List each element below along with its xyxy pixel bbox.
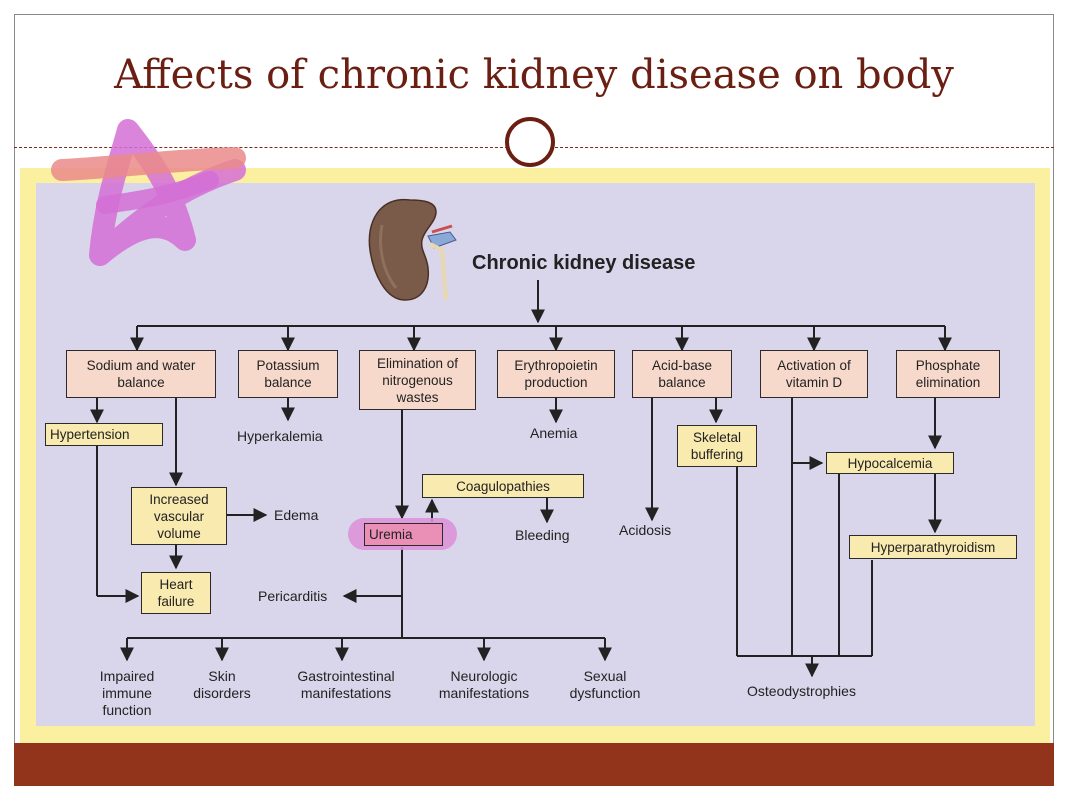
root-node-label: Chronic kidney disease	[472, 252, 696, 274]
box-heart-failure: Heart failure	[141, 572, 211, 614]
footer-bar	[14, 743, 1054, 786]
box-phosphate-elimination: Phosphate elimination	[896, 350, 1000, 398]
box-potassium-balance: Potassium balance	[238, 350, 338, 398]
label-pericarditis: Pericarditis	[258, 588, 328, 604]
label-sexual-dysfunction: Sexual dysfunction	[569, 668, 641, 701]
box-uremia: Uremia	[364, 523, 443, 546]
box-hyperparathyroidism: Hyperparathyroidism	[849, 535, 1017, 559]
label-impaired-immune-function: Impaired immune function	[99, 668, 155, 718]
box-coagulopathies: Coagulopathies	[422, 474, 584, 498]
label-hyperkalemia: Hyperkalemia	[237, 428, 323, 444]
slide-frame	[14, 14, 1054, 786]
box-activation-vitamin-d: Activation of vitamin D	[760, 350, 868, 398]
label-osteodystrophies: Osteodystrophies	[747, 683, 856, 699]
slide-title: Affects of chronic kidney disease on bod…	[114, 52, 954, 98]
label-neurologic-manifestations: Neurologic manifestations	[438, 668, 530, 701]
box-acid-base-balance: Acid-base balance	[632, 350, 732, 398]
label-skin-disorders: Skin disorders	[193, 668, 251, 701]
divider-circle-ornament	[505, 117, 555, 167]
box-increased-vascular-volume: Increased vascular volume	[131, 487, 227, 545]
box-hypertension: Hypertension	[45, 423, 163, 446]
box-skeletal-buffering: Skeletal buffering	[677, 425, 757, 467]
box-elimination-nitrogenous-wastes: Elimination of nitrogenous wastes	[359, 350, 476, 410]
label-anemia: Anemia	[530, 425, 578, 441]
label-bleeding: Bleeding	[515, 527, 570, 543]
box-erythropoietin-production: Erythropoietin production	[497, 350, 615, 398]
label-acidosis: Acidosis	[619, 522, 672, 538]
box-sodium-water-balance: Sodium and water balance	[66, 350, 216, 398]
box-hypocalcemia: Hypocalcemia	[826, 452, 954, 474]
label-edema: Edema	[274, 507, 319, 523]
label-gastrointestinal-manifestations: Gastrointestinal manifestations	[297, 668, 395, 701]
